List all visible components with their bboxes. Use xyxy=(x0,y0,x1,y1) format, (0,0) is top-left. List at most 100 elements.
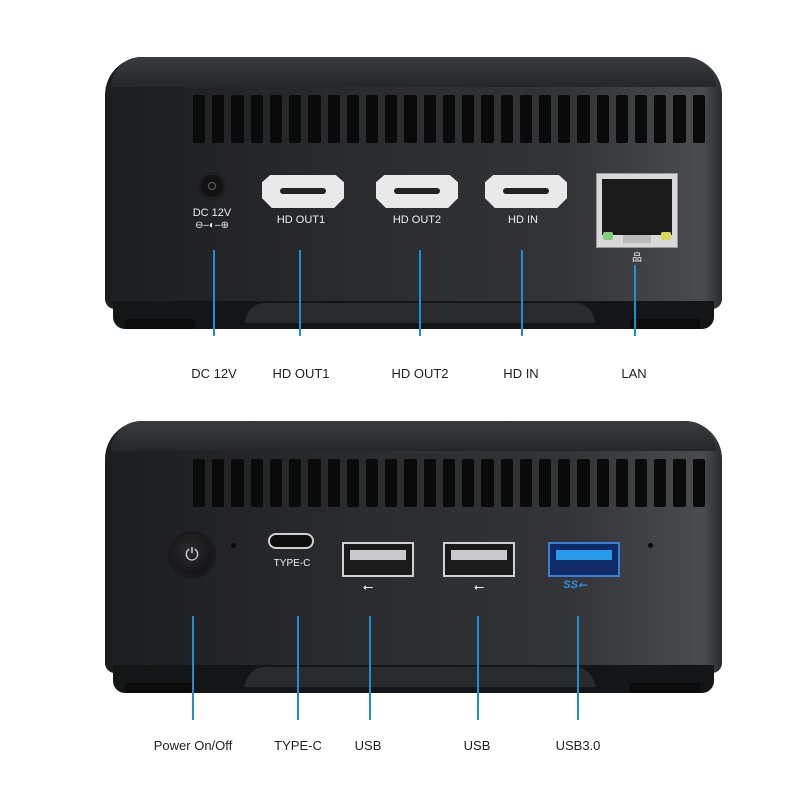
usb3-superspeed-icon: SS⭠ xyxy=(563,579,587,592)
device-top-face xyxy=(111,57,716,87)
vent-slot xyxy=(635,459,648,507)
usb-port-1 xyxy=(342,542,414,577)
leader-line xyxy=(192,616,194,720)
vent-slot xyxy=(404,459,417,507)
top-device-rear-panel: DC 12V ⊖–◐–⊕ HD OUT1 HD OUT2 HD IN 品 xyxy=(105,57,722,332)
usb-icon: ⭠ xyxy=(473,579,485,594)
power-button[interactable]: ⏻ xyxy=(172,535,212,575)
callout-hd-in: HD IN xyxy=(503,366,539,381)
callout-hd-out1: HD OUT1 xyxy=(272,366,330,381)
vent-slot xyxy=(365,459,379,507)
vent-slot xyxy=(346,459,359,507)
leader-line xyxy=(577,616,579,720)
vent-slot xyxy=(442,95,456,143)
usb-port-2 xyxy=(443,542,515,577)
dc-jack xyxy=(201,175,223,197)
vent-slot xyxy=(423,95,436,143)
vent-slot xyxy=(481,95,494,143)
vent-slot xyxy=(538,95,552,143)
vent-slot xyxy=(538,459,552,507)
vent-slot xyxy=(500,95,513,143)
vent-slot xyxy=(654,459,667,507)
network-icon: 品 xyxy=(632,253,642,264)
indicator-hole xyxy=(648,543,653,548)
type-c-port xyxy=(268,533,314,549)
hd-out2-port-label: HD OUT2 xyxy=(392,214,442,226)
vent-slot xyxy=(654,95,667,143)
vent-slot xyxy=(385,459,398,507)
foot xyxy=(125,319,195,329)
usb-symbol: ⭠ xyxy=(577,579,587,591)
foot xyxy=(125,683,195,693)
vent-slot xyxy=(385,95,398,143)
vent-slot xyxy=(673,459,686,507)
lan-port xyxy=(596,173,678,248)
vent-slot xyxy=(193,459,206,507)
vent-slot xyxy=(577,459,590,507)
foot xyxy=(630,683,700,693)
vent-slot xyxy=(231,95,244,143)
vent-slot xyxy=(442,459,456,507)
vent-slot xyxy=(231,459,244,507)
vent-slot xyxy=(250,95,263,143)
vent-slot xyxy=(615,95,629,143)
usb3-port xyxy=(548,542,620,577)
vent-slot xyxy=(250,459,263,507)
callout-usb3: USB3.0 xyxy=(555,738,601,753)
vent-slot xyxy=(327,459,340,507)
callout-usb-2: USB xyxy=(463,738,491,753)
leader-line xyxy=(369,616,371,720)
vent-slot xyxy=(365,95,379,143)
leader-line xyxy=(521,250,523,336)
usb-icon: ⭠ xyxy=(362,579,374,594)
hdmi-out2-port xyxy=(376,175,458,208)
vent-slot xyxy=(673,95,686,143)
vent-slot xyxy=(212,459,225,507)
dc-port-label: DC 12V xyxy=(192,207,232,219)
vent-grille xyxy=(193,459,705,507)
callout-power: Power On/Off xyxy=(153,738,233,753)
vent-grille xyxy=(193,95,705,143)
leader-line xyxy=(419,250,421,336)
callout-type-c: TYPE-C xyxy=(274,738,322,753)
hdmi-out1-port xyxy=(262,175,344,208)
vent-slot xyxy=(596,95,609,143)
vent-slot xyxy=(289,95,302,143)
vent-slot xyxy=(635,95,648,143)
vent-slot xyxy=(462,95,475,143)
vent-slot xyxy=(577,95,590,143)
vent-slot xyxy=(519,95,532,143)
lan-link-led xyxy=(603,232,613,240)
leader-line xyxy=(477,616,479,720)
foot xyxy=(630,319,700,329)
vent-slot xyxy=(346,95,359,143)
leader-line xyxy=(299,250,301,336)
leader-line xyxy=(213,250,215,336)
vent-slot xyxy=(558,95,571,143)
vent-slot xyxy=(558,459,571,507)
vent-slot xyxy=(519,459,532,507)
callout-dc-12v: DC 12V xyxy=(191,366,237,381)
vent-slot xyxy=(212,95,225,143)
vent-slot xyxy=(596,459,609,507)
vent-slot xyxy=(289,459,302,507)
vent-slot xyxy=(423,459,436,507)
ss-text: SS xyxy=(563,579,578,591)
vent-slot xyxy=(481,459,494,507)
vent-slot xyxy=(269,95,283,143)
hdmi-in-port xyxy=(485,175,567,208)
vent-slot xyxy=(462,459,475,507)
vent-slot xyxy=(193,95,206,143)
indicator-hole xyxy=(231,543,236,548)
leader-line xyxy=(634,265,636,336)
device-top-face xyxy=(111,421,716,451)
base-shade xyxy=(245,667,595,687)
vent-slot xyxy=(692,95,705,143)
vent-slot xyxy=(500,459,513,507)
vent-slot xyxy=(615,459,629,507)
vent-slot xyxy=(327,95,340,143)
callout-hd-out2: HD OUT2 xyxy=(391,366,449,381)
bottom-device-front-panel: ⏻ TYPE-C ⭠ ⭠ SS⭠ xyxy=(105,421,722,696)
vent-slot xyxy=(404,95,417,143)
vent-slot xyxy=(269,459,283,507)
